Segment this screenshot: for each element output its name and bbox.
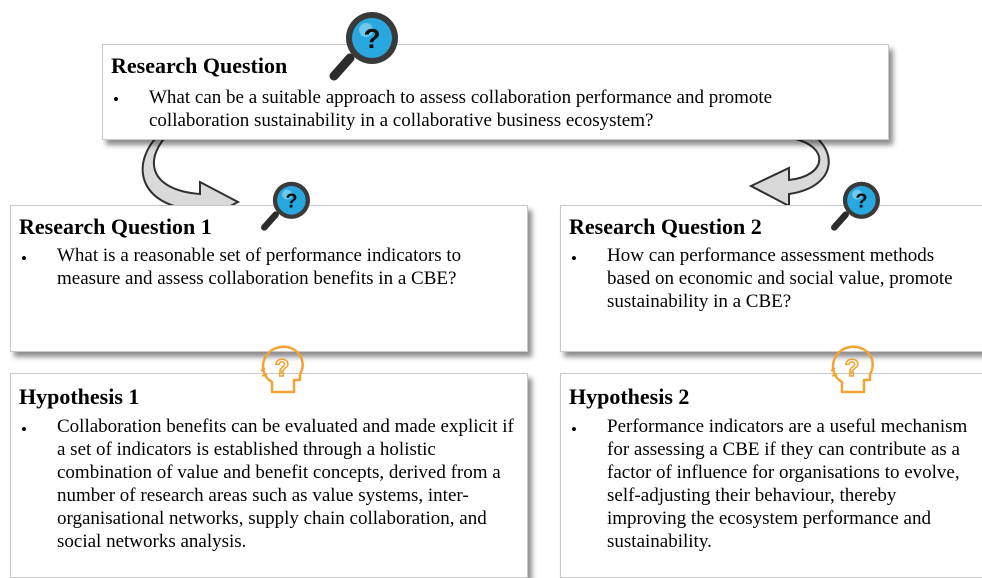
svg-text:?: ? [855, 190, 867, 212]
research-question-1-box: Research Question 1 • What is a reasonab… [10, 205, 528, 352]
research-question-1-text: What is a reasonable set of performance … [57, 245, 462, 289]
svg-text:?: ? [845, 355, 860, 382]
bullet-icon: • [113, 90, 119, 109]
research-question-2-title: Research Question 2 [569, 214, 762, 239]
curved-arrow-right-icon [748, 124, 830, 208]
magnifier-question-icon: ? [831, 181, 880, 231]
research-question-1-title: Research Question 1 [19, 214, 212, 239]
bullet-icon: • [21, 420, 27, 439]
bullet-icon: • [571, 249, 577, 268]
hypothesis-1-title: Hypothesis 1 [19, 384, 140, 409]
head-question-icon: ? [830, 345, 874, 394]
main-research-question-text: What can be a suitable approach to asses… [149, 87, 773, 131]
hypothesis-2-box: Hypothesis 2 • Performance indicators ar… [560, 373, 982, 578]
hypothesis-2-title: Hypothesis 2 [569, 384, 690, 409]
magnifier-question-icon: ? [261, 181, 310, 231]
hypothesis-1-box: Hypothesis 1 • Collaboration benefits ca… [10, 373, 528, 578]
bullet-icon: • [21, 249, 27, 268]
main-research-question-box: Research Question • What can be a suitab… [102, 44, 889, 140]
research-question-2-text: How can performance assessment methods b… [607, 245, 953, 312]
magnifier-question-icon: ? [329, 12, 398, 81]
research-question-2-box: Research Question 2 • How can performanc… [560, 205, 982, 352]
svg-text:?: ? [275, 355, 290, 382]
main-research-question-title: Research Question [111, 53, 288, 78]
bullet-icon: • [571, 420, 577, 439]
hypothesis-1-text: Collaboration benefits can be evaluated … [57, 416, 514, 552]
svg-text:?: ? [363, 23, 380, 54]
svg-text:?: ? [285, 190, 297, 212]
head-question-icon: ? [260, 345, 304, 394]
hypothesis-2-text: Performance indicators are a useful mech… [607, 416, 968, 552]
